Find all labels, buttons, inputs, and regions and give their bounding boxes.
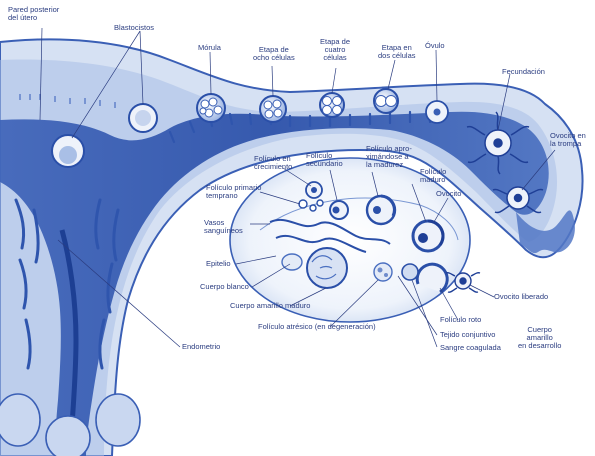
tube-villi [168,110,432,144]
ovary [229,157,471,323]
fimbriae [516,210,575,254]
morula-cell [196,93,226,123]
ovary-stroma [259,197,459,241]
label-fertilization: Fecundación [502,67,545,76]
tube-oocyte-cell [492,186,544,214]
follicle-growing [305,181,323,199]
eight-cell-stage [259,95,287,123]
label-mature-corpus-luteum: Cuerpo amarillo maduro [230,301,311,310]
developing-corpus-luteum [401,263,419,281]
ovum-cell [425,100,449,124]
blastocyst-1 [51,134,85,168]
corpus-luteum-mature [306,247,348,289]
label-released-oocyte: Ovocito liberado [494,292,549,301]
label-oocyte: Ovocito [436,189,462,198]
follicle-secondary [329,200,349,220]
label-corpus-albicans: Cuerpo blanco [200,282,249,291]
follicle-mature [411,219,445,253]
four-cell-stage [319,92,345,118]
released-oocyte [445,272,481,293]
corpus-albicans [281,253,303,271]
blastocyst-2 [128,103,158,133]
follicle-approaching [365,194,397,226]
blood-vessels [269,219,391,253]
tube-cilia [19,94,116,108]
label-ruptured-follicle: Folículo roto [440,315,482,324]
label-epithelium: Epitelio [206,259,231,268]
atretic-follicle [373,262,393,282]
label-endometrium: Endometrio [182,342,221,351]
lower-folds [0,393,141,456]
label-morula: Mórula [198,43,221,52]
fertilization-cell [466,111,530,175]
label-clotted-blood: Sangre coagulada [440,343,501,352]
leader-lines [39,27,556,348]
label-ovum: Óvulo [425,41,445,50]
endometrial-glands [14,198,120,370]
label-blastocysts: Blastocistos [114,23,155,32]
label-atretic-follicle: Folículo atrésico (en degeneración) [258,322,376,331]
two-cell-stage [373,88,399,114]
uterine-cavity [0,111,549,456]
label-connective-tissue: Tejido conjuntivo [440,330,496,339]
